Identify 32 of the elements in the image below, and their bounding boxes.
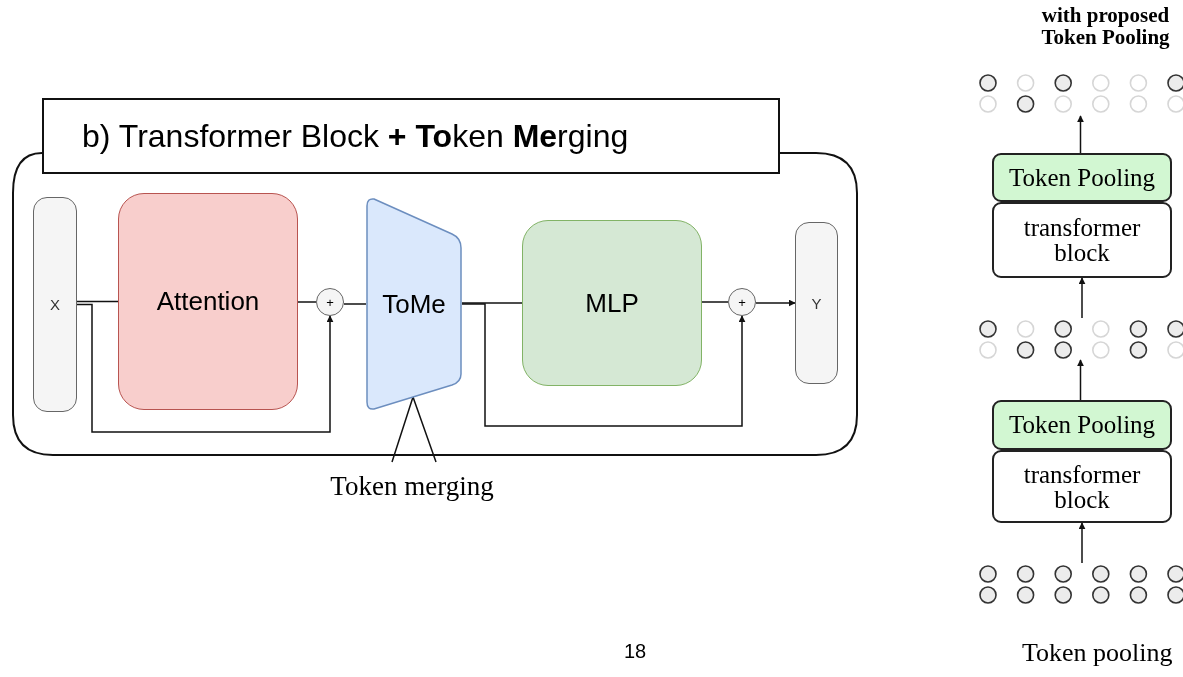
- token-dots-drawing: [978, 72, 1183, 116]
- token-dots-drawing: [978, 318, 1183, 360]
- arrow: [1078, 277, 1086, 319]
- caption-text: Token pooling: [1022, 638, 1173, 668]
- connector-line: [343, 303, 367, 305]
- arrow: [1077, 359, 1084, 401]
- leader-line: [391, 396, 437, 463]
- token-pooling-box: Token Pooling: [992, 400, 1172, 450]
- arrow: [76, 303, 334, 433]
- add-circle: +: [728, 288, 756, 316]
- connector-line: [297, 301, 317, 303]
- connector-line: [461, 302, 523, 304]
- transformer-block-box: transformer block: [992, 202, 1172, 278]
- tensor-box: Y: [795, 222, 838, 384]
- attention-box: Attention: [118, 193, 298, 410]
- page-number: 18: [622, 640, 648, 663]
- callout-text: Token merging: [300, 462, 524, 510]
- connector-line: [76, 300, 119, 303]
- add-circle: +: [316, 288, 344, 316]
- token-dots-drawing: [978, 563, 1183, 605]
- arrow: [1077, 115, 1084, 154]
- transformer-block-box: transformer block: [992, 450, 1172, 523]
- token-merging-trapezoid: ToMe: [366, 198, 462, 410]
- connector-line: [701, 301, 729, 303]
- arrow: [461, 303, 746, 427]
- arrow: [1078, 522, 1086, 564]
- tensor-box: X: [33, 197, 77, 412]
- block-title: b) Transformer Block + Token Merging: [42, 98, 780, 174]
- arrow: [755, 299, 796, 307]
- token-pooling-box: Token Pooling: [992, 153, 1172, 202]
- panel-heading: with proposed Token Pooling: [1040, 4, 1171, 49]
- mlp-box: MLP: [522, 220, 702, 386]
